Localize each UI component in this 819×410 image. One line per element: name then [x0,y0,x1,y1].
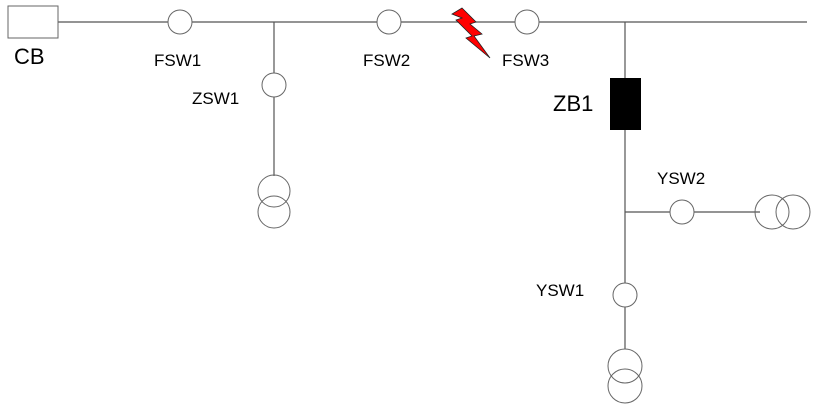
switch-fsw1-label: FSW1 [154,51,201,70]
circuit-breaker[interactable] [7,5,59,39]
transformer-icon [257,174,291,229]
switch-zsw1[interactable] [261,72,287,98]
branch-box-label: ZB1 [553,91,593,116]
breaker-label: CB [14,44,45,69]
transformer-icon [607,348,643,404]
switch-ysw1[interactable] [612,282,638,308]
switch-fsw3-label: FSW3 [502,51,549,70]
switch-fsw1[interactable] [167,9,193,35]
switch-ysw2-label: YSW2 [657,169,705,188]
transformer-icon [754,194,811,230]
switch-fsw2-label: FSW2 [363,51,410,70]
switch-fsw3[interactable] [514,9,540,35]
switch-zsw1-label: ZSW1 [192,89,239,108]
switch-fsw2[interactable] [376,9,402,35]
switch-ysw1-label: YSW1 [536,281,584,300]
branch-box-zb1[interactable] [610,78,641,130]
switch-ysw2[interactable] [669,199,695,225]
lightning-fault-icon [451,7,491,59]
